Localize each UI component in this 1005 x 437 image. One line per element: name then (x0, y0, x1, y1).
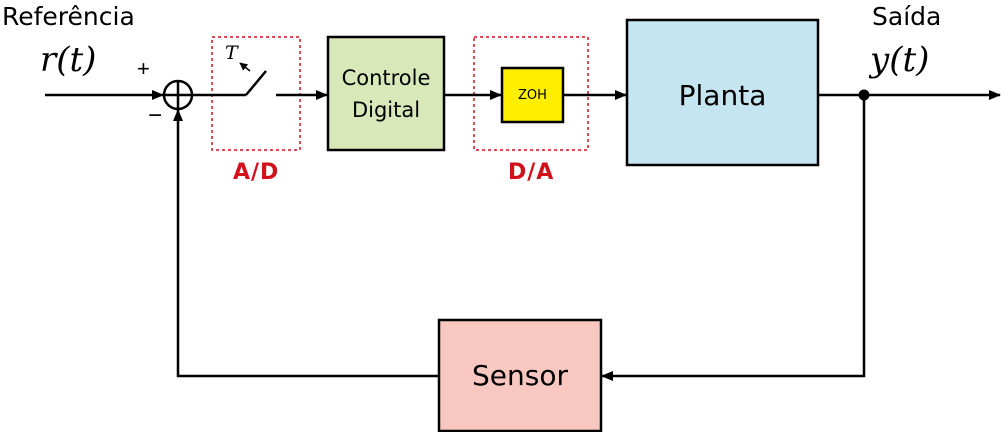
controller-label-line2: Digital (351, 97, 421, 122)
plus-sign: + (137, 56, 150, 81)
sensor-to-junction-arrow (173, 109, 439, 378)
minus-sign: − (148, 102, 163, 129)
controller-block (326, 35, 446, 152)
adc-label: A/D (233, 160, 280, 185)
output-label: Saída (872, 2, 942, 31)
sample-period-label: T (225, 42, 238, 64)
zoh-label: ZOH (518, 87, 547, 103)
output-symbol: y(t) (870, 40, 930, 80)
plant-block (625, 18, 820, 167)
reference-label: Referência (2, 2, 135, 31)
controller-label-line1: Controle (341, 65, 431, 90)
feedback-to-sensor-arrow (601, 95, 866, 381)
zoh-block (500, 66, 565, 124)
dac-label: D/A (508, 160, 555, 185)
dac-dashed-box (473, 36, 589, 151)
sensor-label: Sensor (472, 359, 568, 392)
summing-junction (162, 79, 194, 111)
plant-label: Planta (678, 78, 767, 112)
controller-label: Controle Digital (328, 37, 444, 150)
adc-dashed-box (211, 36, 301, 151)
sampler-switch (239, 62, 267, 96)
reference-symbol: r(t) (40, 40, 97, 80)
